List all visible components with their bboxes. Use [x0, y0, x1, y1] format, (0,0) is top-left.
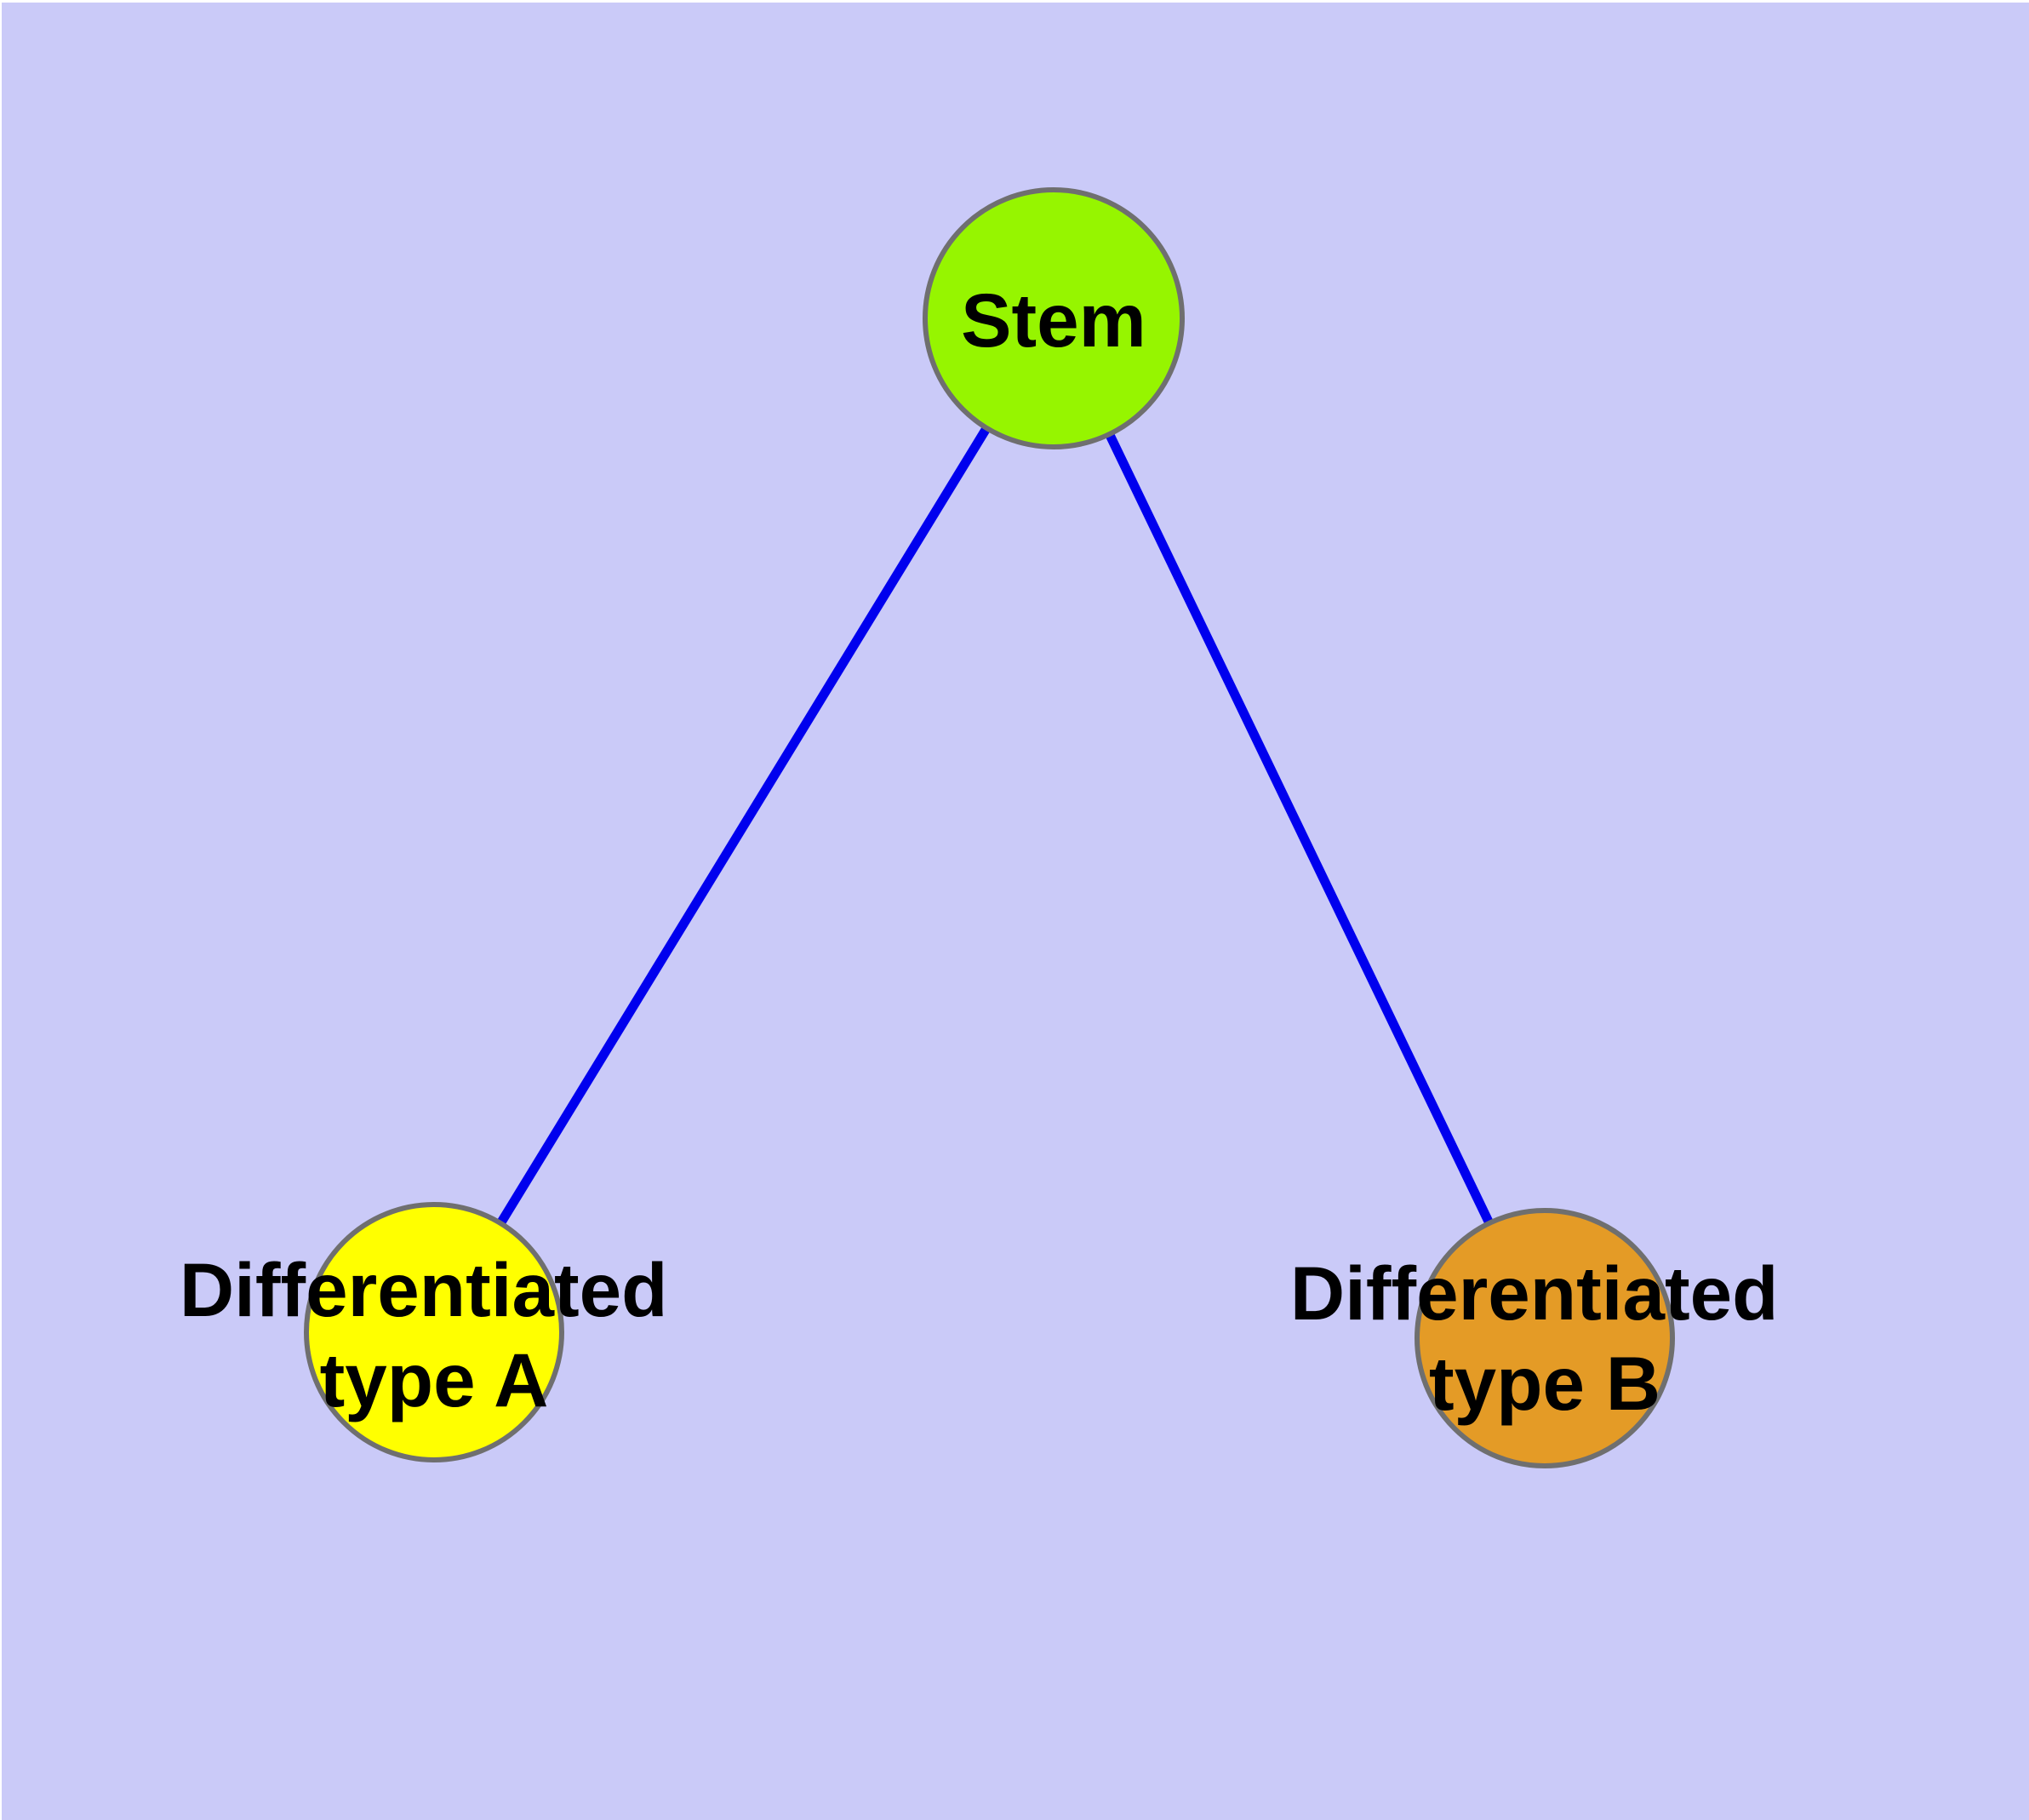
node-differentiated-type-b [1415, 1208, 1675, 1468]
node-label-differentiated-type-a: Differentiated type A [180, 1247, 689, 1422]
node-label-differentiated-type-b-line2: type B [1429, 1341, 1660, 1426]
node-stem [923, 187, 1185, 449]
node-differentiated-type-a [304, 1202, 564, 1462]
labels-group: Stem Differentiated type A Differentiate… [180, 278, 1799, 1426]
edge-stem-to-differentiated-type-a [430, 316, 1058, 1335]
node-label-differentiated-type-b-line1: Differentiated [1290, 1251, 1779, 1336]
edge-stem-to-differentiated-type-b [1049, 316, 1549, 1341]
edges-group [430, 316, 1549, 1341]
nodes-group [304, 187, 1675, 1468]
node-label-differentiated-type-b: Differentiated type B [1290, 1251, 1799, 1426]
node-label-differentiated-type-a-line1: Differentiated [180, 1247, 668, 1332]
node-label-stem: Stem [961, 278, 1146, 363]
node-label-differentiated-type-a-line2: type A [320, 1337, 549, 1422]
